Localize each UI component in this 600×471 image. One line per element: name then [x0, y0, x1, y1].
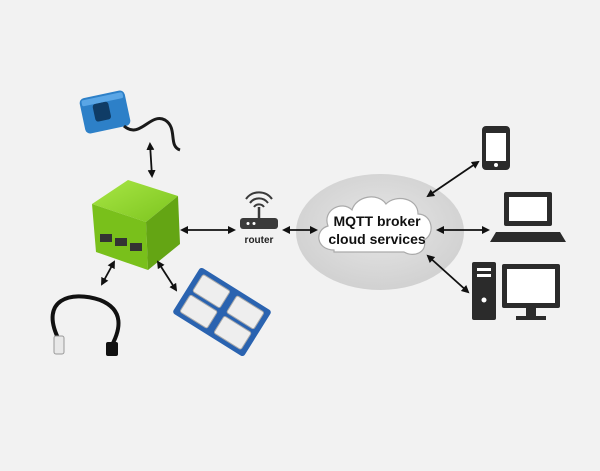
cloud-icon: [296, 174, 464, 290]
cloud-line2: cloud services: [328, 231, 425, 247]
arrow-cloud-desktop: [426, 254, 470, 294]
router-label: router: [245, 235, 274, 246]
arrow-controller-current-sensor: [146, 142, 156, 178]
cable-connector-icon: [50, 294, 121, 356]
arrow-cloud-smartphone: [426, 160, 480, 198]
relay-board-icon: [173, 267, 271, 357]
green-controller-box-icon: [92, 180, 180, 270]
arrow-controller-relay-board: [156, 260, 178, 292]
current-clamp-sensor-icon: [79, 90, 181, 152]
smartphone-icon: [482, 126, 510, 170]
desktop-computer-icon: [472, 262, 560, 320]
cloud-line1: MQTT broker: [333, 213, 421, 229]
laptop-icon: [490, 192, 566, 242]
arrow-controller-cable: [101, 260, 115, 286]
router-icon: [240, 191, 278, 229]
connection-arrows: [101, 142, 490, 294]
